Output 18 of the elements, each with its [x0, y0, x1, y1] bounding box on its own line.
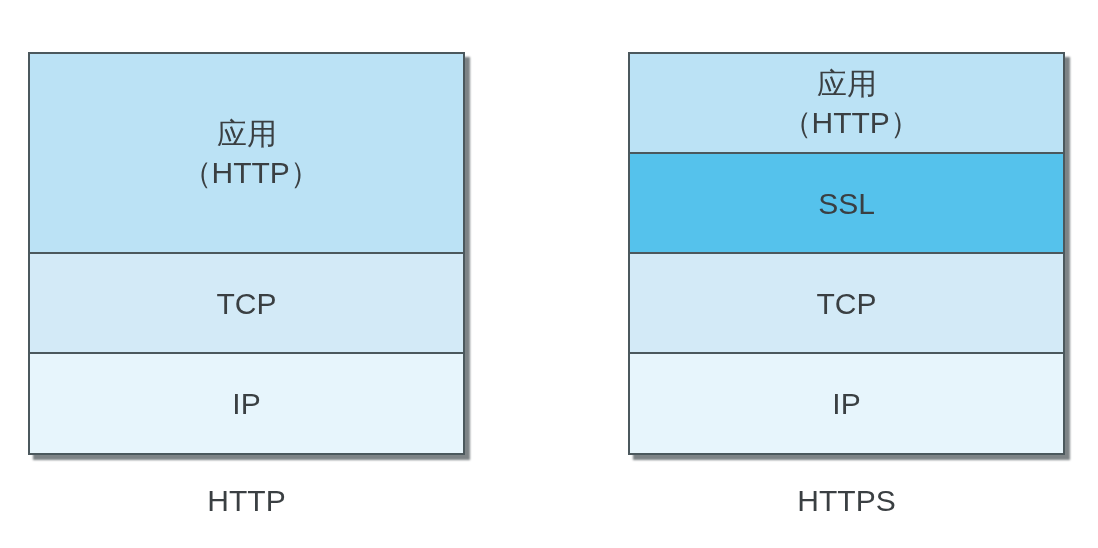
layer-label: 应用（HTTP） — [181, 116, 312, 191]
protocol-stack — [28, 52, 465, 455]
protocol-layer — [30, 254, 463, 354]
layer-label: IP — [832, 386, 861, 422]
protocol-layer — [630, 254, 1063, 354]
layer-label: 应用（HTTP） — [781, 66, 912, 141]
protocol-stack — [628, 52, 1065, 455]
layer-label: SSL — [818, 185, 875, 222]
layer-label: TCP — [216, 285, 277, 322]
protocol-layer — [30, 354, 463, 453]
protocol-layer — [30, 54, 463, 254]
layer-label: TCP — [816, 285, 877, 322]
stack-caption: HTTPS — [796, 483, 897, 519]
protocol-layer — [630, 354, 1063, 453]
layer-label: IP — [232, 386, 261, 422]
stack-caption: HTTP — [206, 483, 287, 519]
protocol-layer — [630, 54, 1063, 154]
protocol-layer — [630, 154, 1063, 254]
